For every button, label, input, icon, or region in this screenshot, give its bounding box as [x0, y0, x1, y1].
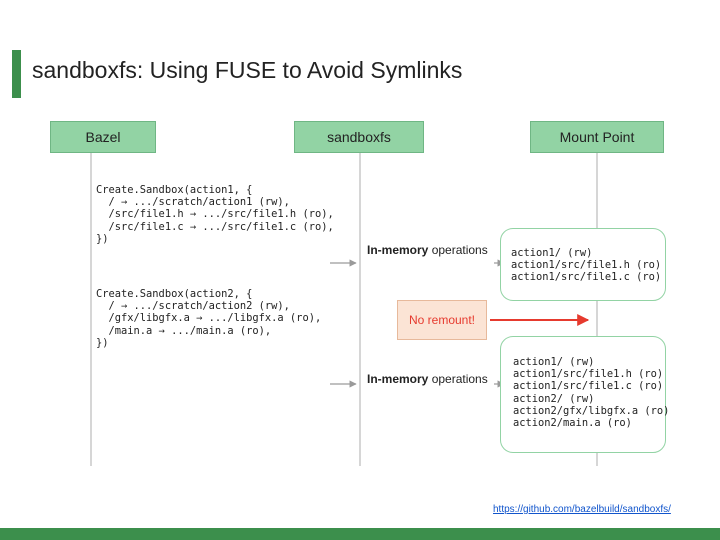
no-remount-callout: No remount!	[397, 300, 487, 340]
lane-header-mount-point: Mount Point	[530, 121, 664, 153]
mount-state-box-1	[500, 228, 666, 301]
footer-accent-strip	[0, 528, 720, 540]
create-sandbox-request-1: Create.Sandbox(action1, { / → .../scratc…	[96, 184, 334, 245]
title-accent-bar	[12, 50, 21, 98]
mount-state-box-2	[500, 336, 666, 453]
source-link[interactable]: https://github.com/bazelbuild/sandboxfs/	[493, 504, 671, 515]
slide-title: sandboxfs: Using FUSE to Avoid Symlinks	[32, 57, 463, 83]
lane-header-bazel: Bazel	[50, 121, 156, 153]
mount-state-listing-1: action1/ (rw) action1/src/file1.h (ro) a…	[511, 247, 662, 284]
mount-state-listing-2: action1/ (rw) action1/src/file1.h (ro) a…	[513, 356, 670, 430]
in-memory-operations-label-2: In-memory operations	[367, 372, 488, 386]
lane-header-sandboxfs: sandboxfs	[294, 121, 424, 153]
in-memory-operations-label-1: In-memory operations	[367, 243, 488, 257]
create-sandbox-request-2: Create.Sandbox(action2, { / → .../scratc…	[96, 288, 322, 349]
